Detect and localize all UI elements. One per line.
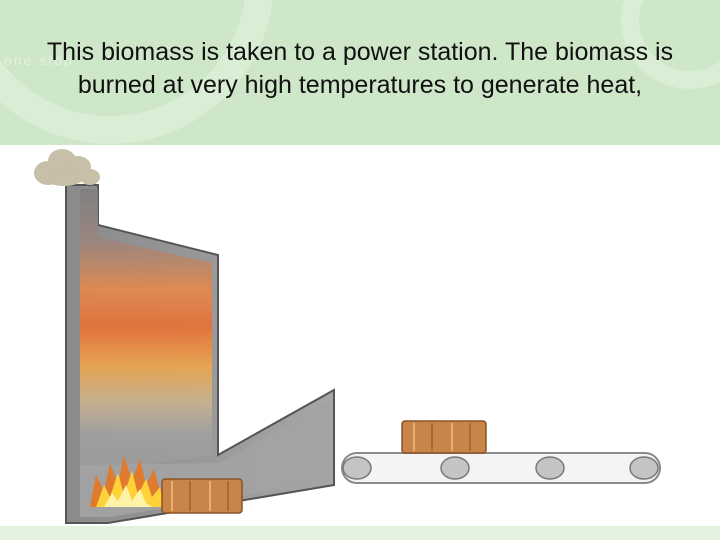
hay-bale-icon [161, 478, 243, 514]
hay-bale-icon [401, 420, 487, 454]
conveyor-belt-icon [341, 452, 661, 484]
smoke-cloud-icon [34, 149, 100, 186]
logo-watermark: one stop [4, 52, 74, 68]
decorative-ring [0, 0, 273, 144]
slide-caption: This biomass is taken to a power station… [46, 38, 674, 99]
decorative-ring [621, 0, 720, 89]
furnace-heat-glow [80, 189, 212, 475]
header-decoration [0, 0, 720, 144]
fire-icon [90, 455, 172, 507]
power-station-scene [0, 145, 720, 540]
footer-strip [0, 526, 720, 540]
furnace-illustration [34, 149, 661, 524]
slide-header: one stop This biomass is taken to a powe… [0, 0, 720, 145]
